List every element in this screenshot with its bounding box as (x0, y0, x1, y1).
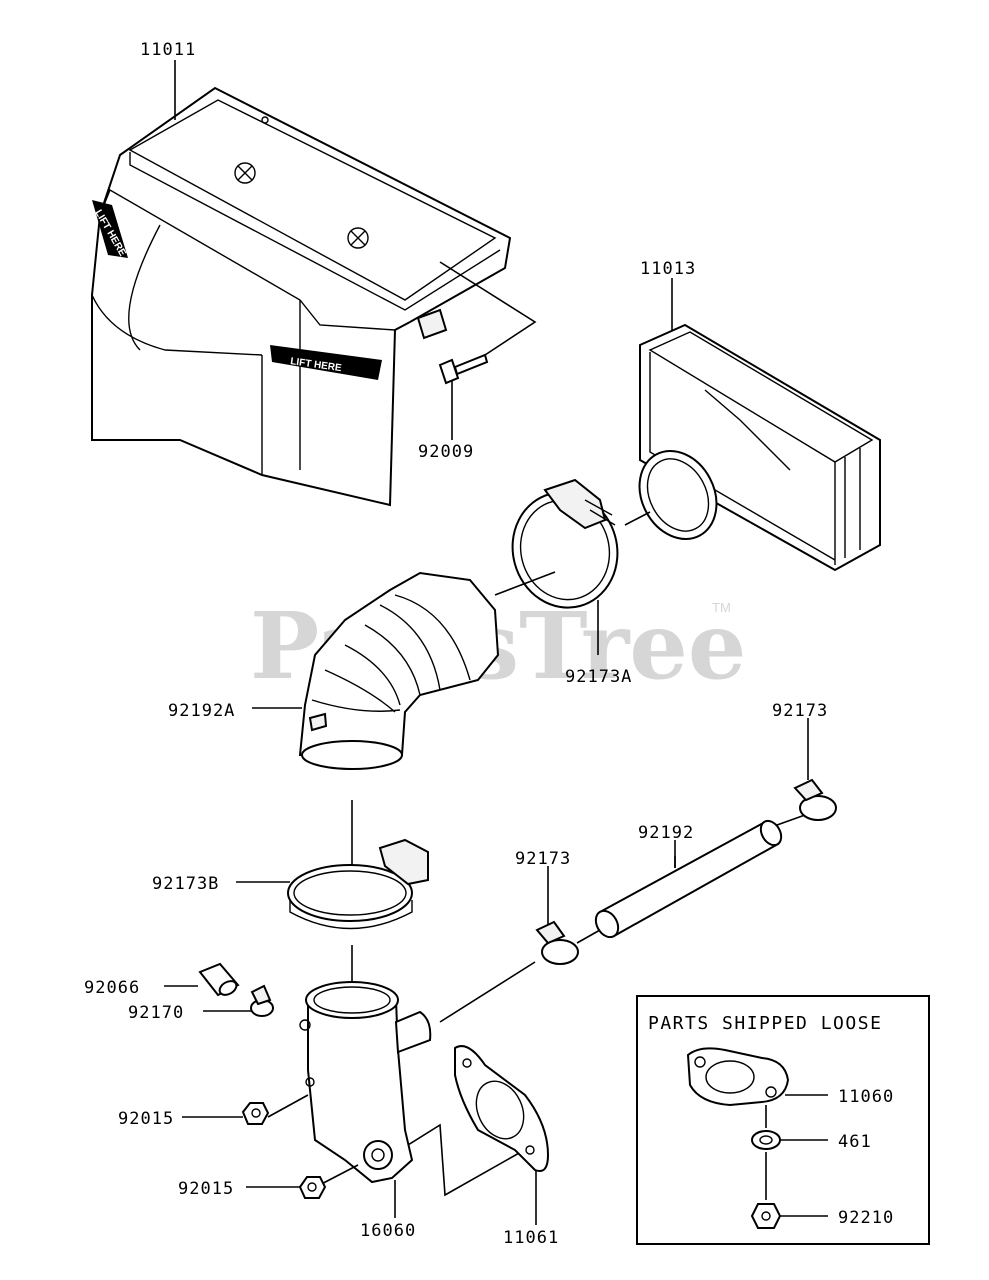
label-11013: 11013 (640, 259, 696, 279)
label-92192A: 92192A (168, 701, 235, 721)
part-92173A-clamp[interactable] (494, 478, 630, 619)
part-92015-nut-b[interactable] (298, 1176, 327, 1199)
part-92009-screw[interactable] (438, 261, 537, 385)
watermark-tm: TM (712, 600, 731, 615)
inset-title: PARTS SHIPPED LOOSE (648, 1013, 882, 1034)
label-11061: 11061 (503, 1228, 559, 1248)
label-92170: 92170 (128, 1003, 184, 1023)
label-92015-b: 92015 (178, 1179, 234, 1199)
part-16060-adapter[interactable] (267, 961, 536, 1197)
label-461: 461 (838, 1132, 872, 1152)
label-92173A: 92173A (565, 667, 632, 687)
label-16060: 16060 (360, 1221, 416, 1241)
part-92173-clamp-right[interactable] (793, 778, 837, 821)
label-92015-a: 92015 (118, 1109, 174, 1129)
part-92173-clamp-mid[interactable] (535, 920, 601, 965)
part-11011-cover[interactable]: LIFT HERE LIFT HERE (91, 86, 512, 507)
part-92192A-elbow[interactable] (298, 571, 500, 885)
part-92170-clamp[interactable] (250, 984, 274, 1017)
part-labels: 11011 11013 92009 92173A 92192A 92173 92… (84, 40, 828, 1248)
part-92066-cap[interactable] (198, 962, 240, 998)
label-92210: 92210 (838, 1208, 894, 1228)
label-11060: 11060 (838, 1087, 894, 1107)
part-92173B-clamp[interactable] (287, 838, 429, 985)
part-92192-hose[interactable] (591, 814, 806, 941)
label-92173B: 92173B (152, 874, 219, 894)
part-11060-gasket[interactable] (686, 1047, 828, 1107)
label-92173-mid: 92173 (515, 849, 571, 869)
part-11013-filter[interactable] (624, 323, 881, 572)
label-92192: 92192 (638, 823, 694, 843)
part-92210-nut[interactable] (750, 1203, 828, 1229)
label-92009: 92009 (418, 442, 474, 462)
part-461-washer[interactable] (751, 1130, 828, 1150)
leader-lines (164, 60, 809, 1225)
label-92066: 92066 (84, 978, 140, 998)
inset-parts-shipped-loose: PARTS SHIPPED LOOSE 11060 461 92210 (636, 995, 930, 1245)
part-11061-gasket[interactable] (454, 1045, 550, 1172)
label-92173-right: 92173 (772, 701, 828, 721)
part-92015-nut-a[interactable] (241, 1102, 270, 1125)
label-11011: 11011 (140, 40, 196, 60)
